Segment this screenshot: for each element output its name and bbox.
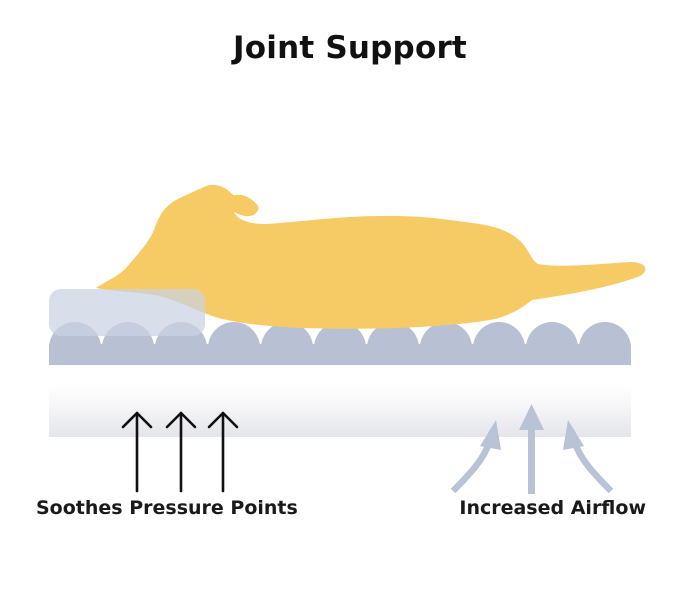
pressure-arrows — [121, 411, 239, 493]
diagram-title: Joint Support — [233, 30, 467, 66]
airflow-arrows — [450, 404, 614, 494]
dog-silhouette — [96, 184, 646, 329]
pressure-points-label: Soothes Pressure Points — [36, 497, 298, 519]
airflow-arrow-icon — [450, 420, 501, 494]
arrow-up-icon — [121, 411, 153, 493]
pillow — [49, 289, 205, 336]
airflow-arrow-icon — [519, 404, 544, 494]
arrow-up-icon — [165, 411, 197, 493]
arrow-up-icon — [207, 411, 239, 493]
airflow-arrow-icon — [563, 420, 614, 494]
airflow-label: Increased Airflow — [459, 497, 646, 519]
dog-ear — [232, 194, 259, 215]
